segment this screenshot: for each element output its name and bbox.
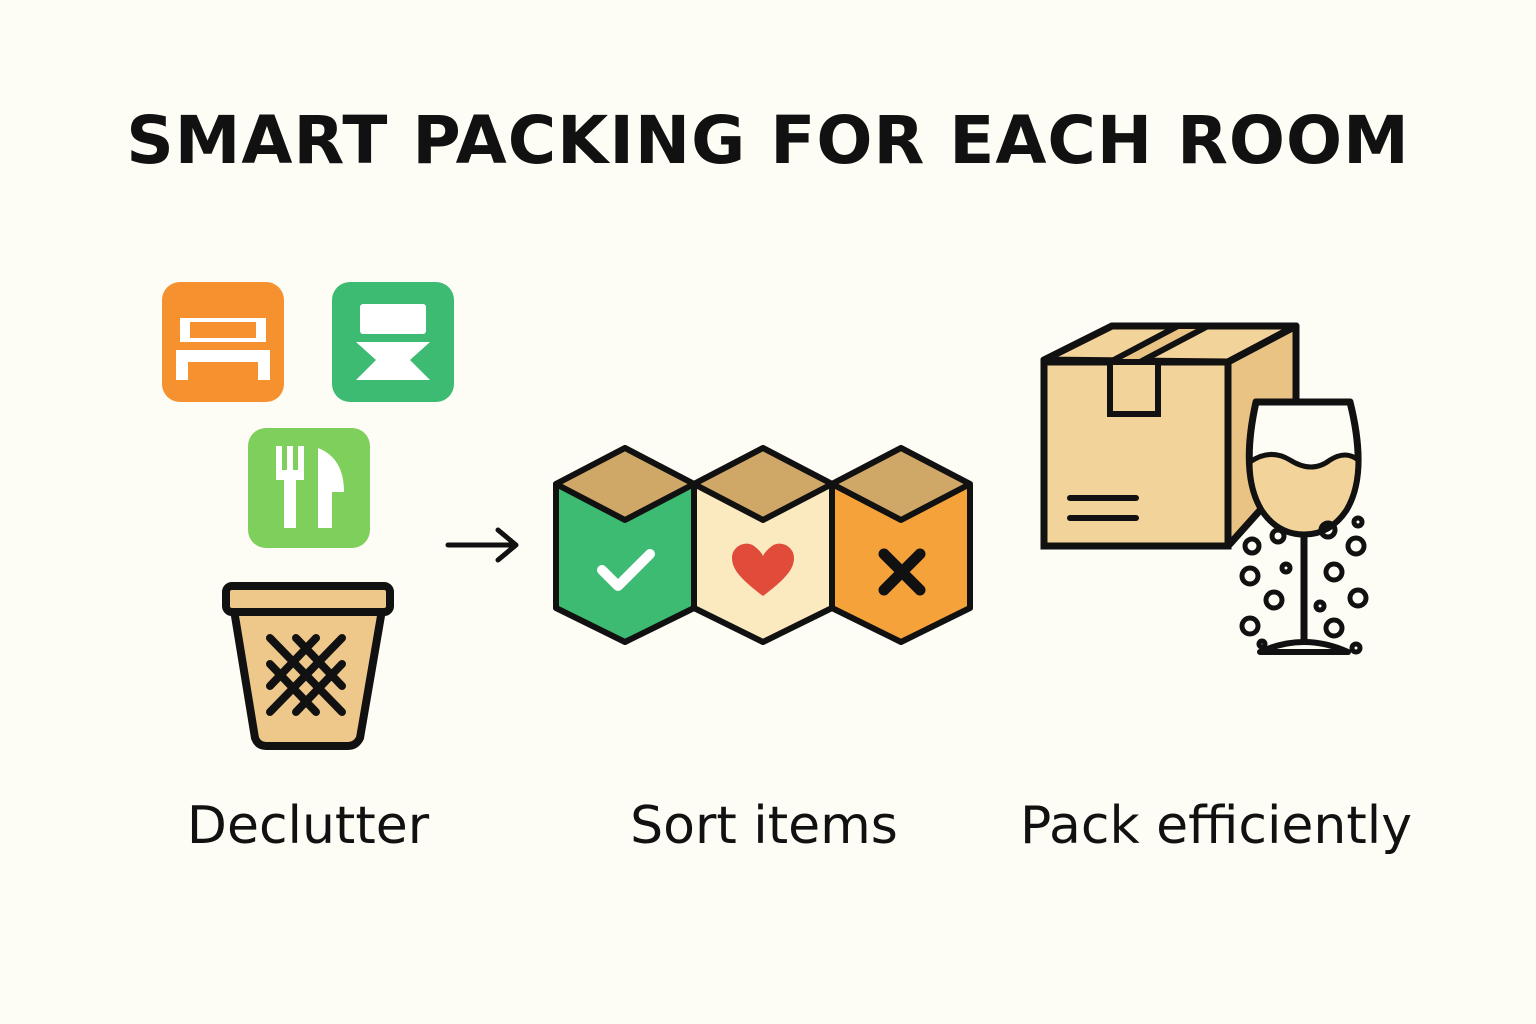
sentimental-box xyxy=(691,445,835,645)
wastebasket-icon xyxy=(222,582,394,750)
page-title: SMART PACKING FOR EACH ROOM xyxy=(126,102,1410,179)
discard-box xyxy=(829,445,973,645)
arrow-right-icon xyxy=(445,527,519,563)
checkmark-icon xyxy=(597,549,655,591)
step-label-sort-items: Sort items xyxy=(630,796,898,856)
bubble-wrap-icon xyxy=(1239,515,1369,655)
keep-box xyxy=(553,445,697,645)
kitchen-icon xyxy=(248,428,370,548)
cardboard-box-icon xyxy=(1040,322,1300,550)
heart-icon xyxy=(732,543,794,596)
step-label-pack-efficiently: Pack efficiently xyxy=(1020,796,1412,856)
step-label-declutter: Declutter xyxy=(186,796,430,856)
bathroom-icon xyxy=(332,282,454,402)
x-mark-icon xyxy=(878,548,926,596)
bed-icon xyxy=(162,282,284,402)
wine-glass-icon xyxy=(1245,398,1362,655)
